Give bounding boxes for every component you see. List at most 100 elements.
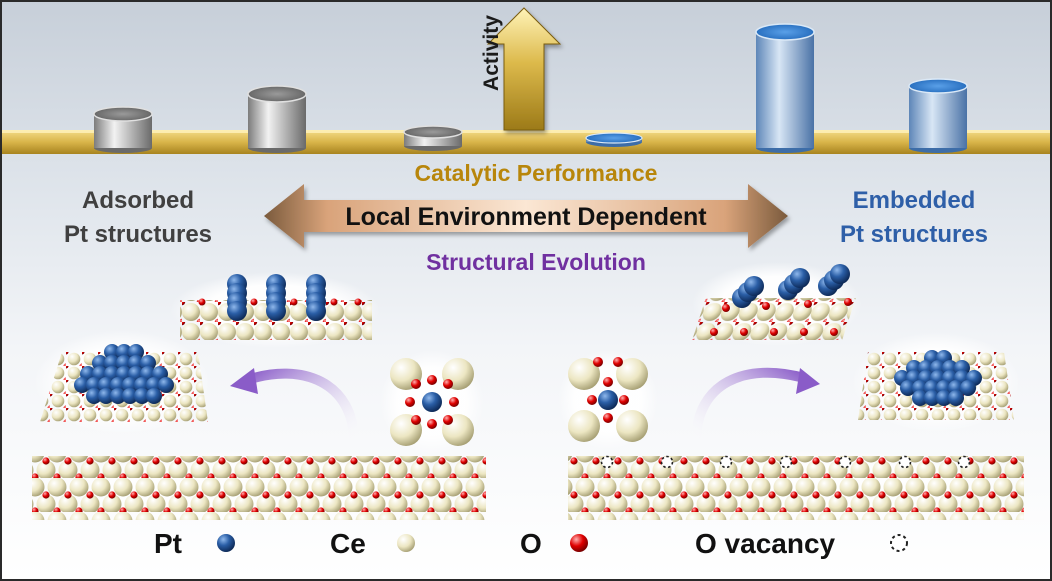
pt-atom — [936, 390, 952, 406]
pt-atom — [900, 380, 916, 396]
local-environment-heading: Local Environment Dependent — [345, 203, 707, 231]
o-atom — [250, 298, 258, 306]
curved-arrow-right — [691, 367, 820, 447]
embedded-pt-cluster-model — [852, 332, 1020, 432]
o-atom — [762, 302, 770, 310]
legend-label-o: O — [520, 528, 542, 559]
double-arrow — [264, 184, 788, 248]
o-vacancy-site — [600, 455, 614, 469]
o-atom — [411, 415, 421, 425]
adsorbed-pt-rows-model — [170, 272, 380, 348]
legend-symbol-o — [570, 534, 588, 552]
adsorbed-label: Adsorbed Pt structures — [38, 184, 238, 252]
o-atom — [722, 304, 730, 312]
activity-cylinder-2 — [247, 85, 307, 153]
pt-atom — [128, 344, 144, 360]
o-atom — [804, 300, 812, 308]
pt-atom — [134, 377, 150, 393]
o-atom — [613, 357, 623, 367]
pt-atom — [104, 355, 120, 371]
o-atom — [198, 298, 206, 306]
pt-atom — [74, 377, 90, 393]
ceria-slab-right — [562, 450, 1030, 524]
activity-shelf — [2, 130, 1050, 154]
activity-cylinder-1 — [93, 106, 153, 153]
o-vacancy-site — [838, 455, 852, 469]
o-atom — [354, 298, 362, 306]
pt-atom — [227, 301, 247, 321]
catalytic-performance-heading: Catalytic Performance — [414, 160, 658, 186]
single-atom-site-right — [558, 350, 658, 450]
pt-atom — [122, 377, 138, 393]
pt-atom — [104, 344, 120, 360]
embedded-label: Embedded Pt structures — [814, 184, 1014, 252]
pt-atom — [86, 388, 102, 404]
pt-atom — [744, 276, 764, 296]
o-atom — [290, 298, 298, 306]
o-atom — [844, 298, 852, 306]
pt-atom — [146, 388, 162, 404]
pt-atom — [98, 388, 114, 404]
pt-atom — [598, 390, 618, 410]
o-atom — [740, 328, 748, 336]
pt-atom — [128, 355, 144, 371]
activity-cylinder-5 — [755, 23, 815, 153]
pt-atom — [98, 377, 114, 393]
o-vacancy-site — [719, 455, 733, 469]
ce-atom — [568, 358, 600, 390]
o-atom — [443, 379, 453, 389]
o-atom — [443, 415, 453, 425]
legend-symbol-ce — [397, 534, 415, 552]
pt-atom — [790, 268, 810, 288]
o-atom — [710, 328, 718, 336]
o-atom — [587, 395, 597, 405]
pt-atom — [146, 377, 162, 393]
o-atom — [427, 375, 437, 385]
pt-atom — [830, 264, 850, 284]
o-vacancy-site — [898, 455, 912, 469]
o-atom — [411, 379, 421, 389]
pt-atom — [116, 355, 132, 371]
o-atom — [449, 397, 459, 407]
structural-evolution-heading: Structural Evolution — [426, 249, 646, 275]
embedded-pt-rows-model — [692, 262, 862, 346]
o-atom — [770, 328, 778, 336]
legend-label-pt: Pt — [154, 528, 182, 559]
ce-atom — [616, 358, 648, 390]
embedded-label-line1: Embedded — [852, 187, 976, 214]
pt-atom — [92, 355, 108, 371]
pt-atom — [158, 377, 174, 393]
pt-atom — [110, 377, 126, 393]
embedded-label-line2: Pt structures — [839, 221, 989, 248]
o-atom — [427, 419, 437, 429]
activity-cylinder-3 — [403, 125, 463, 151]
pt-atom — [140, 355, 156, 371]
o-atom — [593, 357, 603, 367]
activity-arrow — [486, 7, 562, 131]
o-atom — [830, 328, 838, 336]
curved-arrow-left — [230, 368, 359, 447]
activity-cylinder-4 — [585, 132, 643, 147]
pt-atom — [912, 390, 928, 406]
o-atom — [405, 397, 415, 407]
legend-symbol-pt — [217, 534, 235, 552]
o-atom — [603, 413, 613, 423]
legend-symbol-o-vacancy — [890, 534, 908, 552]
ceria-slab-left — [26, 450, 490, 524]
activity-label: Activity — [480, 15, 503, 91]
o-atom — [603, 377, 613, 387]
o-atom — [330, 298, 338, 306]
pt-atom — [86, 377, 102, 393]
adsorbed-label-line2: Pt structures — [63, 221, 213, 248]
pt-atom — [110, 388, 126, 404]
pt-atom — [134, 388, 150, 404]
pt-atom — [948, 390, 964, 406]
adsorbed-pt-cluster-model — [34, 330, 210, 434]
single-atom-site-left — [380, 350, 484, 454]
o-vacancy-site — [957, 455, 971, 469]
pt-atom — [422, 392, 442, 412]
legend-label-ce: Ce — [330, 528, 366, 559]
pt-atom — [122, 388, 138, 404]
